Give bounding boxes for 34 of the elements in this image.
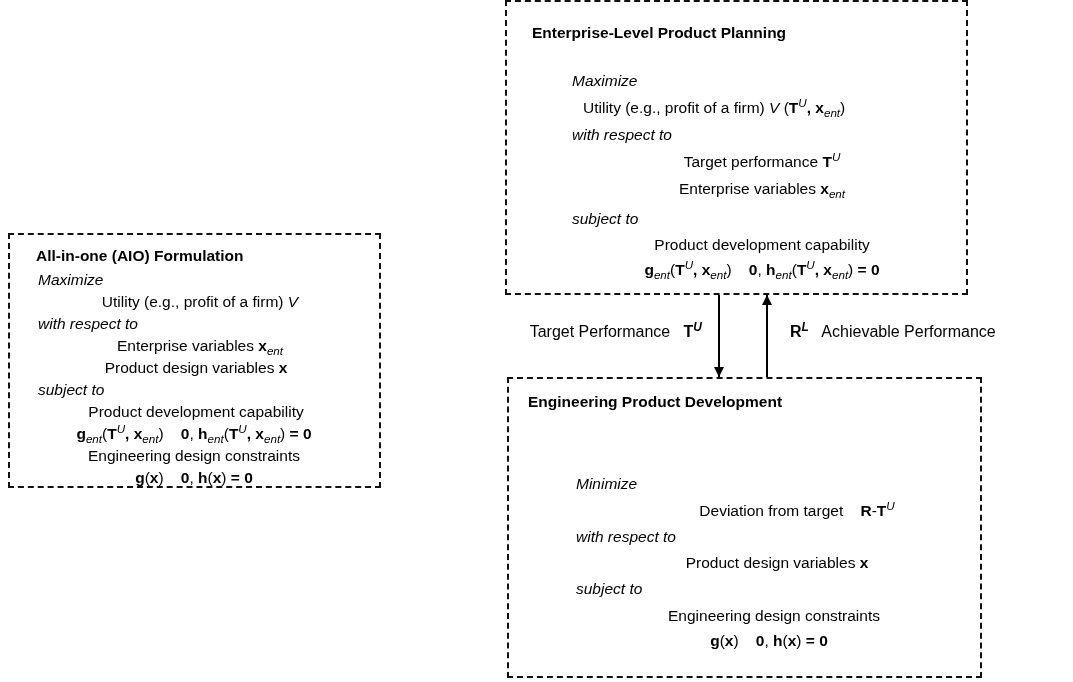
formula-text: g(x) 0, h(x) = 0 [710, 632, 828, 650]
keyword-text: subject to [576, 580, 643, 598]
arrow [714, 294, 724, 378]
keyword-text: subject to [38, 381, 105, 399]
formulation-box [8, 233, 381, 488]
formula-text: Enterprise variables x$_{ent}$ [116, 337, 284, 355]
formula-text: Product development capability [654, 236, 870, 254]
formula-text: Deviation from target R-T$^{U}$ [699, 502, 895, 520]
edge-label: Target Performance T$^{U}$ [529, 322, 702, 342]
formulation-box [507, 377, 982, 678]
formula-text: g(x) 0, h(x) = 0 [135, 469, 253, 487]
formula-text: g$_{ent}$(T$^{U}$, x$_{ent}$) 0, h$_{ent}$(T$^{U}$, x$_{ent}$) = 0 [644, 261, 880, 279]
formula-text: Utility (e.g., profit of a firm) V [101, 293, 299, 311]
keyword-text: Maximize [38, 271, 104, 289]
formula-text: Product design variables x [685, 554, 869, 572]
formula-text: Engineering design constraints [668, 607, 880, 625]
formula-text: Enterprise variables x$_{ent}$ [678, 180, 846, 198]
formula-text: Engineering design constraints [88, 447, 300, 465]
keyword-text: Maximize [572, 72, 638, 90]
box-heading: All-in-one (AIO) Formulation [36, 247, 244, 265]
keyword-text: with respect to [572, 126, 672, 144]
formula-text: Product development capability [88, 403, 304, 421]
formula-text: Target performance T$^{U}$ [683, 153, 841, 171]
keyword-text: Minimize [576, 475, 638, 493]
box-heading: Engineering Product Development [528, 393, 783, 411]
keyword-text: subject to [572, 210, 639, 228]
arrow [762, 294, 772, 378]
formula-text: Utility (e.g., profit of a firm) V (T$^{U}$, x$_{ent}$) [583, 99, 846, 117]
formulation-box [505, 0, 968, 295]
keyword-text: with respect to [38, 315, 138, 333]
formula-text: Product design variables x [104, 359, 288, 377]
keyword-text: with respect to [576, 528, 676, 546]
formula-text: g$_{ent}$(T$^{U}$, x$_{ent}$) 0, h$_{ent}$(T$^{U}$, x$_{ent}$) = 0 [76, 425, 312, 443]
box-heading: Enterprise-Level Product Planning [532, 24, 787, 42]
